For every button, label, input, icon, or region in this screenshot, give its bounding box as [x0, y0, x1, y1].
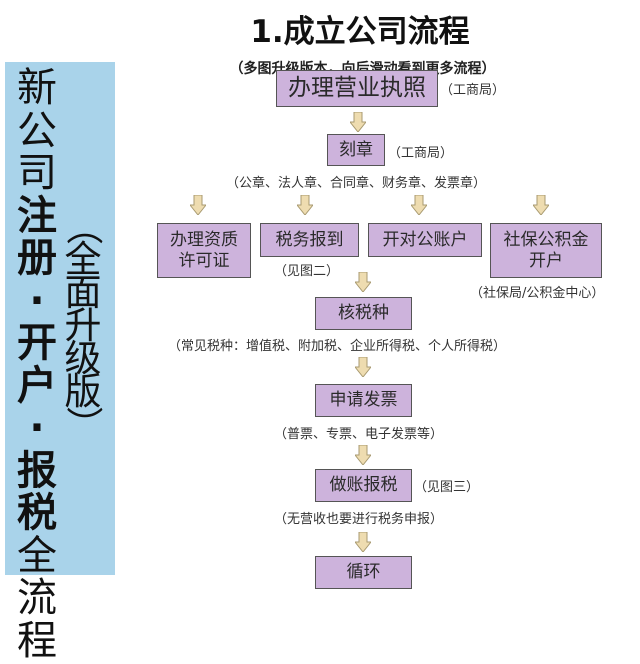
side-subtitle: （全面升级版）: [61, 208, 105, 443]
seal-detail: （公章、法人章、合同章、财务章、发票章）: [226, 176, 487, 191]
step-seal: 刻章: [327, 134, 385, 166]
arrow-down-icon: [355, 532, 371, 552]
page-title: 1.成立公司流程: [250, 14, 470, 50]
side-title-char: 新: [17, 65, 57, 111]
side-title-char: 注: [17, 192, 57, 239]
arrow-down-icon: [297, 195, 313, 215]
license-note: （工商局）: [440, 83, 506, 98]
arrow-down-icon: [355, 272, 371, 292]
side-title-char: 开: [17, 320, 57, 366]
bookkeeping-note: （见图三）: [414, 480, 480, 495]
step-qualification: 办理资质许可证: [157, 223, 251, 278]
social-note: （社保局/公积金中心）: [470, 286, 605, 301]
tax-register-note: （见图二）: [274, 264, 340, 279]
step-bookkeeping: 做账报税: [315, 469, 412, 502]
side-title-char: ·: [29, 277, 45, 324]
side-title-char: 全: [17, 532, 57, 579]
step-invoice: 申请发票: [315, 384, 412, 417]
step-label: 刻章: [339, 139, 373, 160]
arrow-down-icon: [411, 195, 427, 215]
step-tax-register: 税务报到: [260, 223, 359, 257]
step-tax-type: 核税种: [315, 297, 412, 330]
step-label: 税务报到: [275, 229, 344, 250]
step-label: 社保公积金: [503, 230, 589, 251]
side-subtitle-char: 级: [64, 337, 102, 380]
arrow-down-icon: [355, 445, 371, 465]
side-subtitle-char: （: [61, 208, 105, 245]
tax-type-note: （常见税种：增值税、附加税、企业所得税、个人所得税）: [168, 339, 507, 354]
side-subtitle-char: 版: [64, 370, 102, 413]
side-title-char: 司: [17, 150, 57, 196]
step-label: 申请发票: [329, 390, 398, 411]
step-social: 社保公积金开户: [490, 223, 602, 278]
arrow-down-icon: [355, 357, 371, 377]
step-loop: 循环: [315, 556, 412, 589]
side-title: 新公司注册·开户·报税全流程: [17, 67, 57, 662]
side-subtitle-char: ）: [61, 406, 105, 443]
step-label: 办理营业执照: [288, 74, 426, 101]
step-label: 循环: [346, 562, 381, 583]
arrow-down-icon: [350, 112, 366, 132]
step-label: 开户: [529, 250, 563, 271]
step-label: 核税种: [338, 303, 389, 324]
side-title-char: 户: [17, 362, 57, 409]
side-subtitle-char: 面: [64, 271, 102, 314]
step-bank-account: 开对公账户: [368, 223, 482, 257]
side-title-char: 报: [17, 447, 57, 494]
step-label: 办理资质: [170, 230, 238, 251]
bookkeeping-detail: （无营收也要进行税务申报）: [274, 512, 444, 527]
seal-note: （工商局）: [388, 146, 454, 161]
side-title-char: 税: [17, 490, 57, 536]
side-subtitle-char: 升: [64, 304, 102, 347]
arrow-down-icon: [190, 195, 206, 215]
step-label: 做账报税: [329, 475, 398, 496]
side-title-char: 程: [17, 617, 57, 664]
side-subtitle-char: 全: [64, 238, 102, 281]
invoice-note: （普票、专票、电子发票等）: [274, 427, 444, 442]
side-title-char: 公: [17, 107, 57, 154]
side-title-char: 册: [17, 235, 57, 281]
step-label: 开对公账户: [382, 229, 468, 250]
step-license: 办理营业执照: [276, 70, 438, 107]
step-label: 许可证: [178, 250, 230, 271]
side-panel: 新公司注册·开户·报税全流程 （全面升级版）: [5, 62, 115, 662]
arrow-down-icon: [533, 195, 549, 215]
side-title-char: ·: [29, 405, 45, 451]
side-title-char: 流: [17, 575, 57, 621]
